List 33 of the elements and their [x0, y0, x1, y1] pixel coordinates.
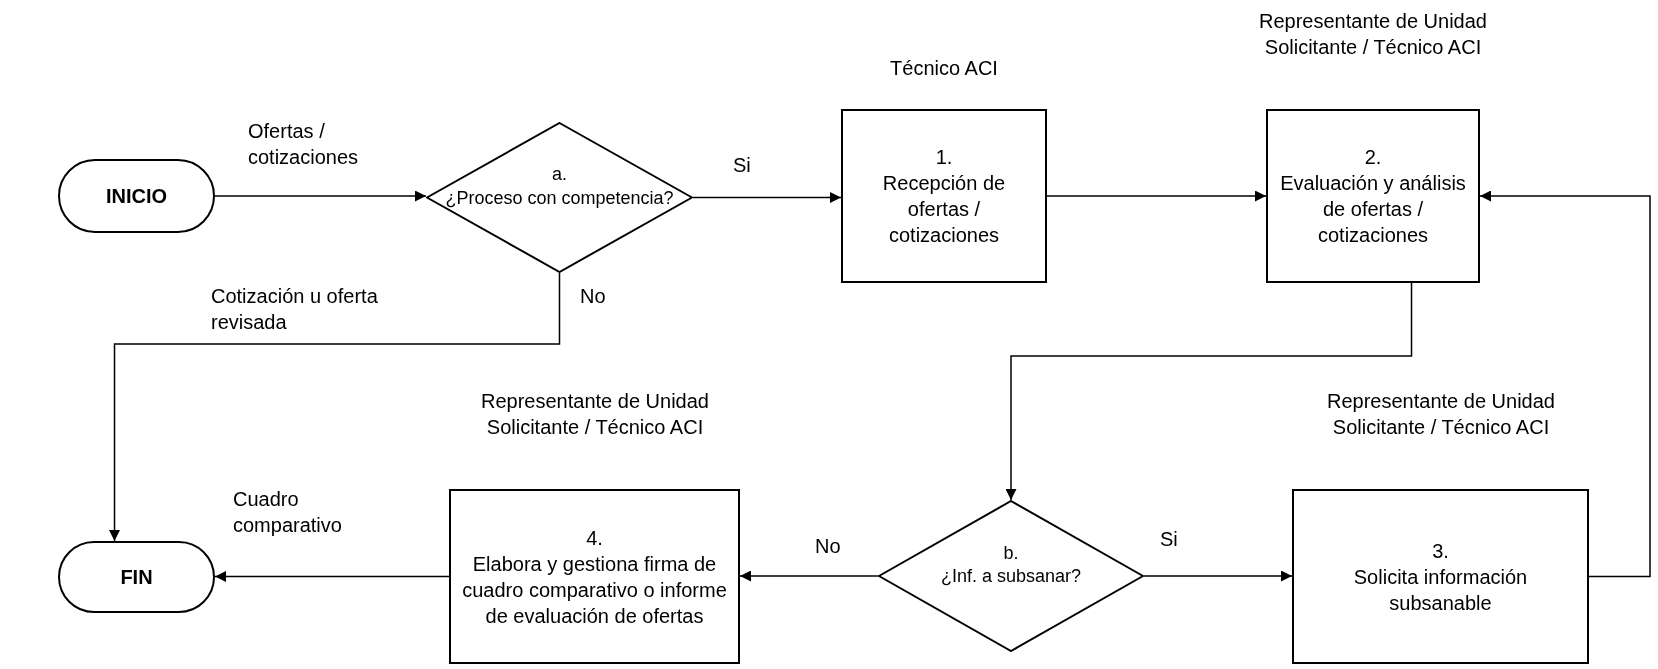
- node-text: FIN: [120, 565, 153, 590]
- step-number: 2.: [1364, 145, 1382, 170]
- node-text: Evaluación y análisis de ofertas / cotizaciones: [1279, 171, 1467, 248]
- decision-diamond: [878, 500, 1144, 652]
- arrow: [214, 571, 450, 582]
- arrow: [692, 192, 842, 203]
- role-label: Representante de Unidad Solicitante / Técnico ACI: [1326, 389, 1556, 440]
- arrow: [1005, 282, 1413, 501]
- process-box: [841, 109, 1047, 283]
- step-number: 1.: [935, 145, 953, 170]
- node-text: Solicita información subsanable: [1352, 564, 1529, 616]
- process-box: [1266, 109, 1480, 283]
- step-number: 3.: [1432, 538, 1449, 564]
- process-box: [1292, 489, 1589, 664]
- node-text: Elabora y gestiona firma de cuadro comparativo o informe de evaluación de ofertas: [461, 551, 728, 629]
- node-text: ¿Proceso con competencia?: [445, 186, 674, 210]
- node-text: INICIO: [105, 184, 168, 209]
- node-text: ¿Inf. a subsanar?: [940, 565, 1082, 588]
- arrow: [739, 570, 879, 582]
- decision-diamond: [426, 122, 693, 273]
- node-text: Recepción de ofertas / cotizaciones: [881, 171, 1007, 248]
- arrow: [1046, 190, 1267, 202]
- step-number: b.: [1003, 541, 1019, 565]
- role-label: Representante de Unidad Solicitante / Técnico ACI: [480, 389, 710, 440]
- arrow: [109, 272, 561, 542]
- process-box: [449, 489, 740, 664]
- step-number: a.: [552, 163, 567, 187]
- arrow: [214, 190, 427, 202]
- role-label: Representante de Unidad Solicitante / Técnico ACI: [1258, 9, 1488, 60]
- role-label: Técnico ACI: [889, 56, 999, 81]
- arrow: [1143, 570, 1293, 582]
- arrow: [1479, 190, 1651, 578]
- step-number: 4.: [586, 525, 603, 551]
